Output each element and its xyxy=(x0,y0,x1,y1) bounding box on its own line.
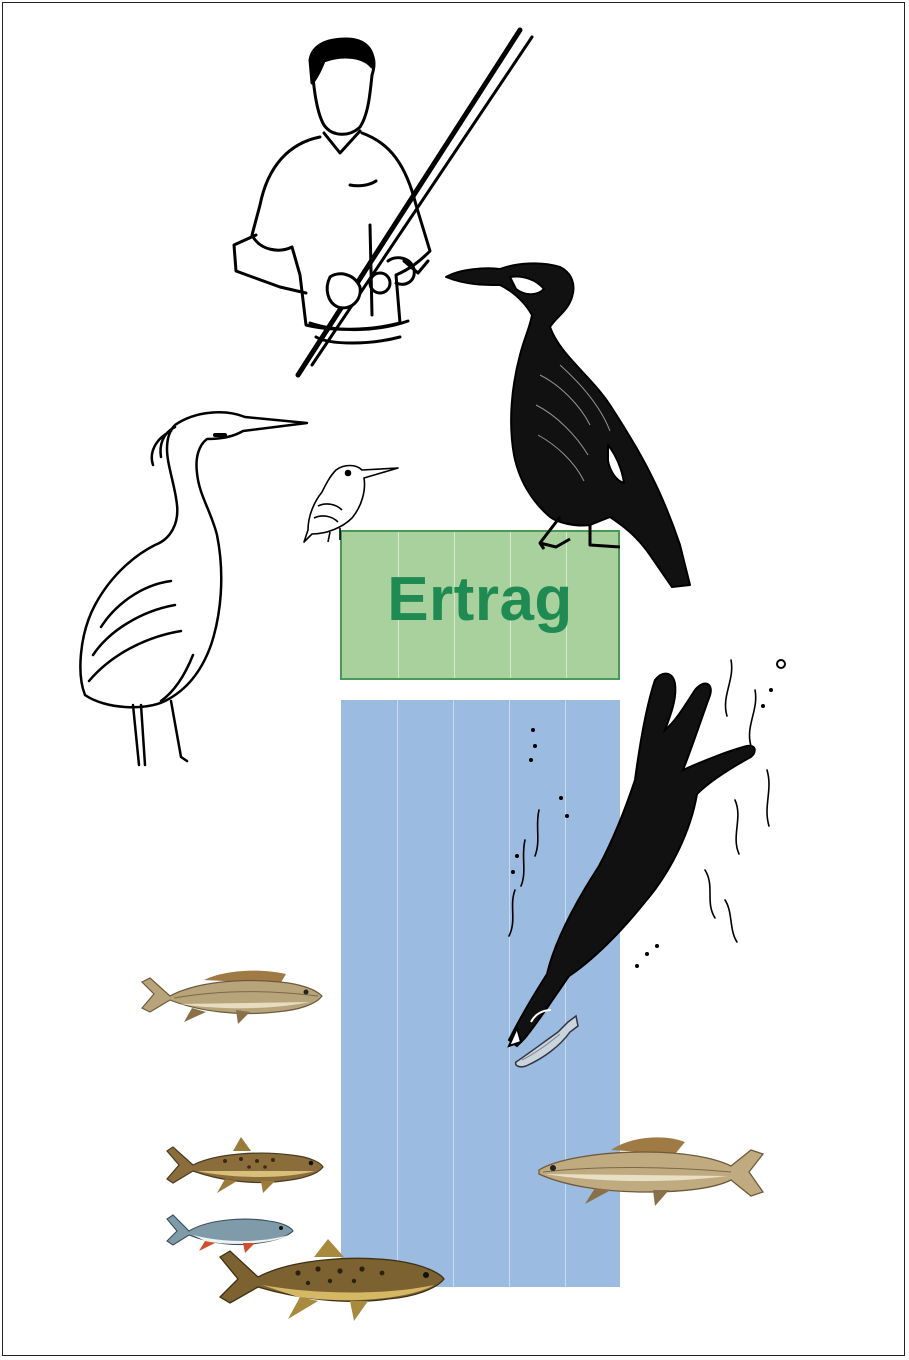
brown-trout-fish-icon xyxy=(165,1135,325,1197)
prey-fish-icon xyxy=(512,1012,582,1070)
grey-heron-icon xyxy=(75,405,315,770)
kingfisher-icon xyxy=(300,462,400,547)
cormorant-perched-icon xyxy=(440,255,700,595)
large-brown-trout-fish-icon xyxy=(218,1235,446,1325)
grayling-right-fish-icon xyxy=(535,1130,765,1210)
grayling-fish-icon xyxy=(140,962,325,1027)
cormorant-diving-icon xyxy=(495,650,805,1070)
